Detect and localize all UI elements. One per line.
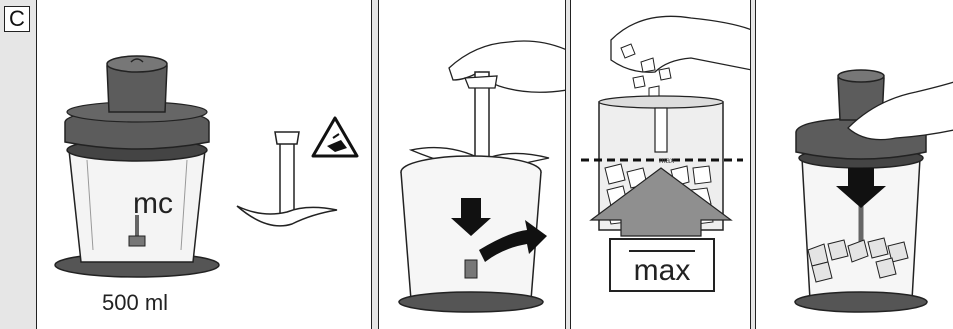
warning-sharp-blade-icon xyxy=(313,118,357,156)
max-mark: max xyxy=(659,156,674,165)
panel-insert-blade xyxy=(378,0,566,329)
bowl-and-blade-illustration xyxy=(37,0,372,329)
figure-label: C xyxy=(4,6,30,32)
attach-lid-illustration xyxy=(756,0,953,329)
panel-attach-lid xyxy=(755,0,953,329)
bowl-label: mc xyxy=(133,187,173,221)
max-word: max xyxy=(611,254,713,288)
panel-bowl-overview: mc 500 ml xyxy=(36,0,372,329)
panel-fill-max: max max xyxy=(570,0,751,329)
max-level-label: max xyxy=(609,238,715,292)
max-overline xyxy=(629,250,695,252)
bowl-volume: 500 ml xyxy=(102,290,168,316)
insert-blade-illustration xyxy=(379,0,566,329)
